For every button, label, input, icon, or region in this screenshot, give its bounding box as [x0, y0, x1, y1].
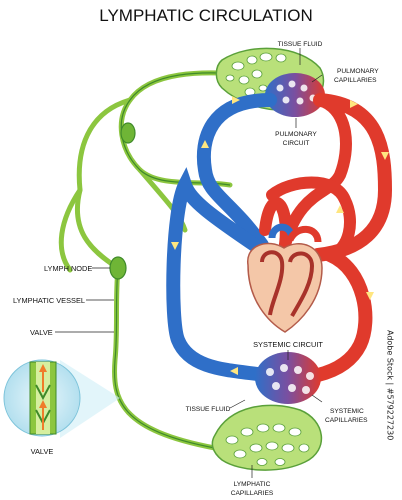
label-lymphatic-capillaries-line1: LYMPHATIC: [234, 481, 271, 488]
label-pulmonary-circuit-line2: CIRCUIT: [283, 140, 310, 147]
page-title: LYMPHATIC CIRCULATION: [99, 6, 312, 25]
systemic-capillaries: [255, 352, 321, 404]
lymph-node-upper: [120, 122, 136, 144]
label-systemic-capillaries-line2: CAPILLARIES: [325, 417, 368, 424]
label-valve-inset: VALVE: [31, 447, 54, 456]
label-lymphatic-vessel: LYMPHATIC VESSEL: [13, 296, 85, 305]
lower-lymphatic-capillary-bed: [211, 404, 322, 471]
label-lymphatic-capillaries-line2: CAPILLARIES: [231, 490, 274, 497]
heart: [247, 223, 323, 333]
label-systemic-circuit: SYSTEMIC CIRCUIT: [253, 340, 323, 349]
label-pulmonary-capillaries-line2: CAPILLARIES: [334, 77, 377, 84]
label-systemic-capillaries-line1: SYSTEMIC: [330, 408, 364, 415]
label-pulmonary-capillaries-line1: PULMONARY: [337, 68, 379, 75]
lymphatic-vessel-outline: [113, 72, 251, 449]
leader-lines: [55, 48, 323, 478]
lymph-node: [109, 256, 127, 280]
label-lymph-node: LYMPH NODE: [44, 264, 92, 273]
pulmonary-capillaries: [265, 73, 325, 117]
stock-watermark: Adobe Stock | #579227230: [386, 330, 395, 440]
flow-arrows: [171, 96, 389, 375]
label-tissue-fluid-top: TISSUE FLUID: [278, 41, 323, 48]
valve-inset: [3, 359, 120, 438]
label-valve: VALVE: [30, 328, 53, 337]
label-tissue-fluid-bottom: TISSUE FLUID: [186, 406, 231, 413]
blood-vessels: [166, 93, 393, 382]
label-pulmonary-circuit-line1: PULMONARY: [275, 131, 317, 138]
